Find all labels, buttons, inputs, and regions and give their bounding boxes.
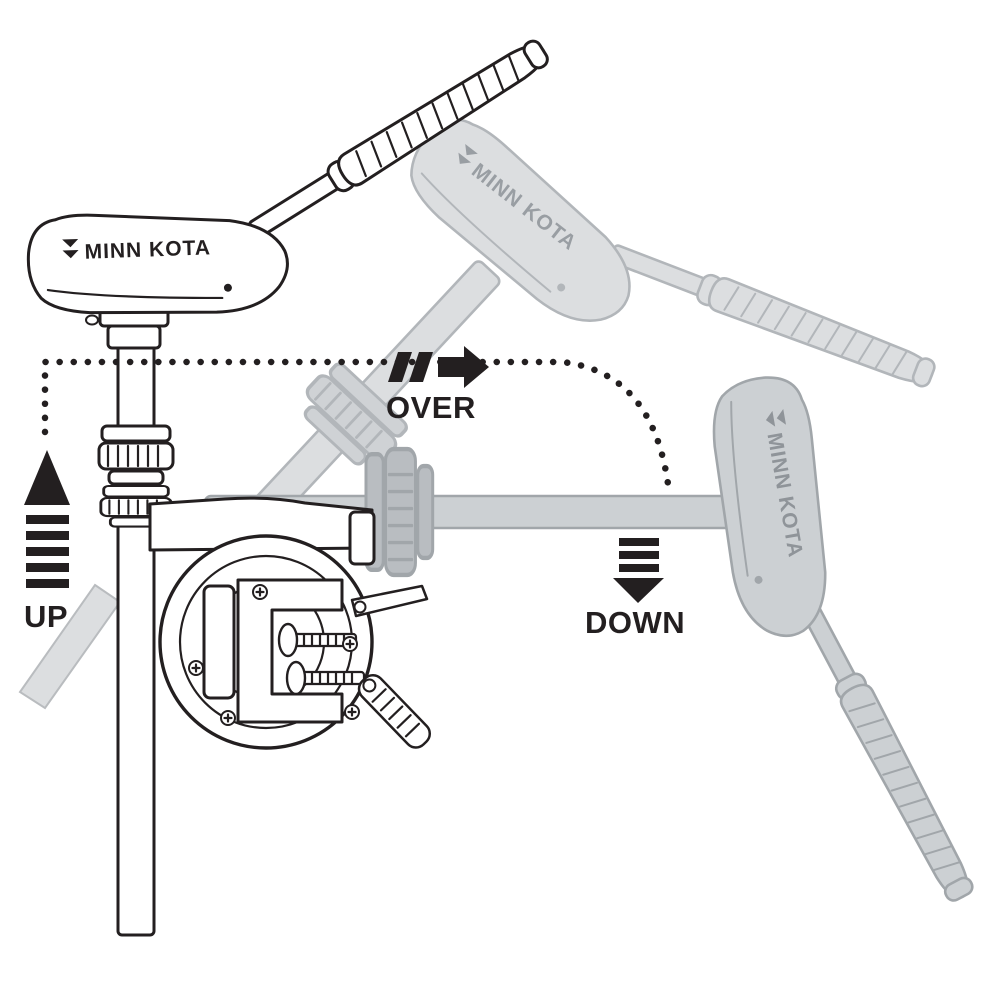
neck-pin	[85, 314, 99, 326]
bolt-cross	[223, 713, 233, 723]
lever-ribs	[371, 688, 421, 738]
ghost2-collars	[366, 449, 433, 575]
tilt-lever-bolt	[353, 600, 367, 614]
main-shaft-tube	[116, 298, 156, 937]
main-head	[25, 206, 291, 321]
over-arrow-icon	[388, 346, 489, 388]
clamp-fixed-jaw	[202, 584, 236, 700]
screw-threads	[310, 671, 354, 685]
over-label: OVER	[386, 390, 476, 425]
clamp-screw-upper	[277, 622, 358, 658]
serrated-lock-lever	[357, 673, 432, 749]
ghost1-handle	[604, 235, 940, 393]
up-arrow-icon	[24, 450, 70, 588]
bolt-cross	[255, 587, 265, 597]
clamp-c-bracket	[236, 578, 344, 724]
motion-annotations: UP OVER DOWN	[24, 346, 685, 640]
clamp-screw-lower	[285, 660, 366, 696]
housing-bolts	[188, 584, 360, 726]
motor-main-upright	[18, 34, 554, 937]
bolt-cross	[345, 639, 355, 649]
ghost2-head	[698, 369, 847, 645]
lever-pivot-bolt	[362, 678, 377, 693]
transom-clamp-bracket	[148, 496, 432, 750]
down-label: DOWN	[585, 605, 685, 640]
screw-threads	[302, 633, 346, 647]
main-collars-upper	[97, 424, 175, 486]
ghost2-handle	[785, 585, 980, 907]
screw-head	[277, 622, 299, 658]
main-neck-lower	[106, 324, 162, 350]
motion-dotted-path	[41, 358, 672, 488]
arm-tab	[348, 510, 376, 566]
bolt-cross	[191, 663, 201, 673]
screw-head	[285, 660, 307, 696]
down-arrow-icon	[613, 538, 664, 603]
bolt-cross	[347, 707, 357, 717]
transom-edge	[18, 583, 122, 710]
up-label: UP	[24, 599, 68, 634]
